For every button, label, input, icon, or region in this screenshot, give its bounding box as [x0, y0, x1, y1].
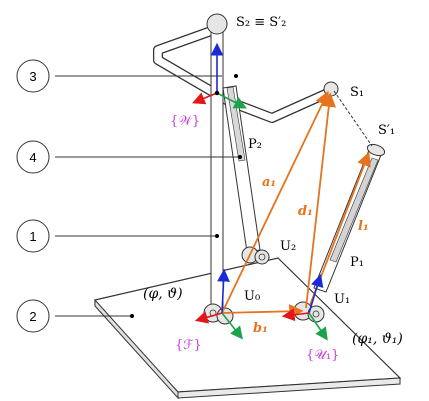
callout-1: 1 [16, 219, 219, 253]
callout-3: 3 [16, 59, 238, 93]
dashed-s1-s1p [333, 90, 373, 147]
vector-a1-line [221, 90, 329, 314]
callout-2: 2 [16, 299, 134, 333]
frame-w-label: {𝒲} [170, 114, 200, 129]
label-u0: U₀ [244, 289, 260, 304]
frame-w-axes [192, 42, 247, 109]
label-s2: S₂ ≡ S′₂ [236, 15, 286, 30]
callout-4-label: 4 [29, 150, 36, 165]
label-s1p: S′₁ [378, 123, 395, 138]
frame-u1-label: {𝒰₁} [306, 348, 339, 363]
label-s1: S₁ [350, 85, 364, 100]
upper-arm [153, 25, 333, 123]
base-plate [94, 257, 402, 393]
label-u2: U₂ [280, 239, 296, 254]
label-phi1-theta1: (φ₁, ϑ₁) [352, 331, 403, 347]
vector-d1-line [305, 92, 336, 309]
label-phi-theta: (φ, ϑ) [143, 286, 183, 302]
joint-s2 [206, 13, 228, 35]
callout-4: 4 [16, 140, 242, 174]
frame-f-label: {ℱ} [175, 338, 202, 353]
actuator-p1 [313, 143, 386, 293]
callout-2-label: 2 [29, 309, 36, 324]
callout-1-label: 1 [29, 229, 36, 244]
label-u1: U₁ [334, 292, 350, 307]
vector-b1-label: b₁ [253, 321, 268, 336]
vector-d1-label: d₁ [298, 204, 313, 219]
frame-f-axes [194, 268, 243, 340]
frame-u1-axes [281, 273, 328, 341]
label-p1: P₁ [350, 255, 364, 270]
vector-l1-label: l₁ [358, 219, 369, 234]
callout-3-label: 3 [29, 69, 36, 84]
vector-a1-label: a₁ [262, 175, 276, 190]
label-p2: P₂ [248, 137, 262, 152]
